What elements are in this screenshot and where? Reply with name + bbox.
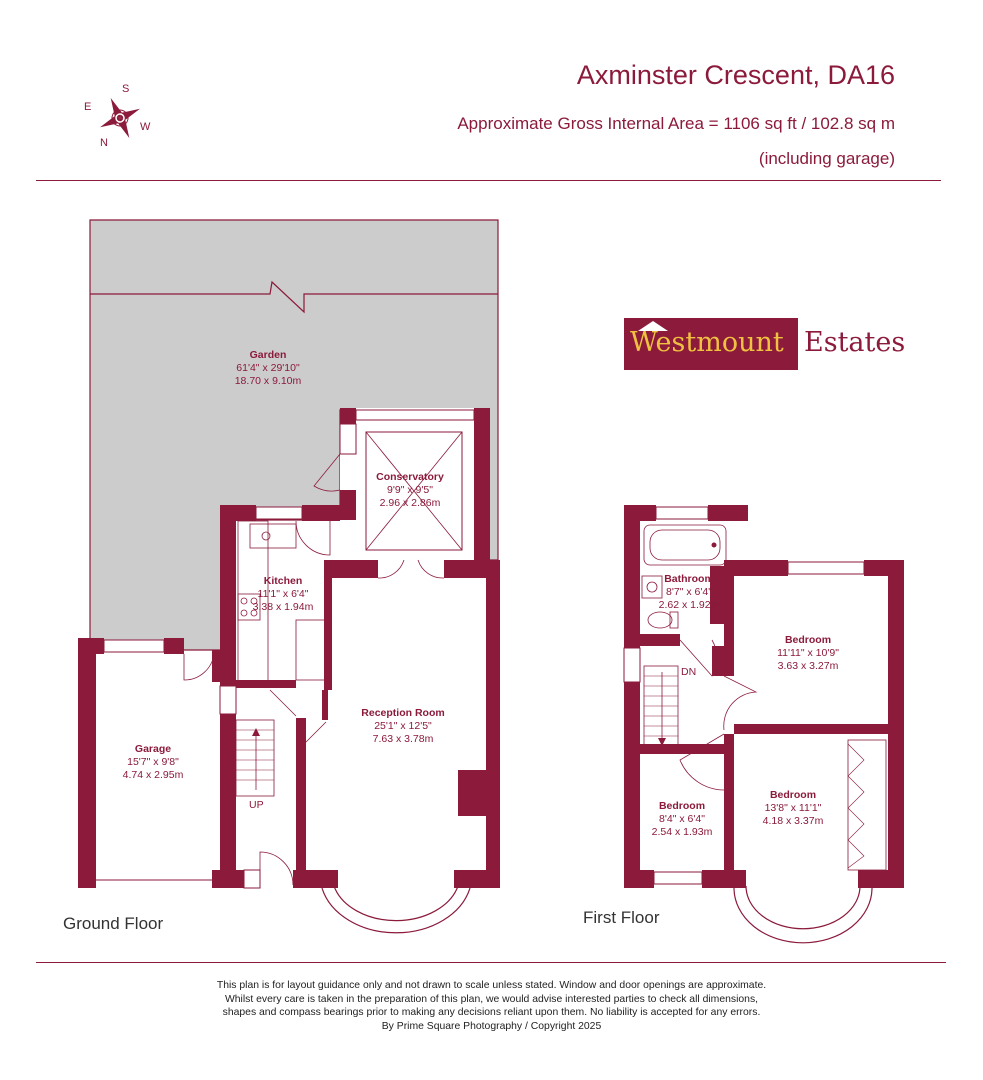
room-imperial-garden: 61'4" x 29'10" bbox=[236, 362, 300, 374]
first-stairs bbox=[643, 665, 679, 747]
room-metric-bedroom-rear: 3.63 x 3.27m bbox=[778, 660, 839, 672]
room-imperial-reception: 25'1" x 12'5" bbox=[374, 720, 432, 732]
hall-door-swing bbox=[269, 689, 297, 717]
room-imperial-conservatory: 9'9" x 9'5" bbox=[387, 484, 433, 496]
chimney-breast bbox=[458, 770, 486, 816]
property-address: Axminster Crescent, DA16 bbox=[576, 60, 895, 90]
room-name-garden: Garden bbox=[250, 349, 287, 361]
room-name-kitchen: Kitchen bbox=[264, 575, 303, 587]
room-imperial-bedroom-rear: 11'11" x 10'9" bbox=[777, 647, 839, 659]
disclaimer-line-4: By Prime Square Photography / Copyright … bbox=[381, 1020, 602, 1032]
toilet-icon bbox=[647, 611, 679, 629]
disclaimer-line-1: This plan is for layout guidance only an… bbox=[216, 980, 767, 991]
reception-french-doors bbox=[377, 559, 445, 579]
bath-icon bbox=[643, 524, 727, 566]
roof-icon bbox=[638, 321, 668, 331]
footer-divider bbox=[36, 962, 946, 963]
room-metric-bedroom-front: 4.18 x 3.37m bbox=[763, 815, 824, 827]
brand-name-primary: Westmount bbox=[630, 327, 784, 358]
ground-floor-label: Ground Floor bbox=[63, 914, 164, 933]
garage-side-door-swing bbox=[183, 653, 215, 681]
room-metric-bedroom-small: 2.54 x 1.93m bbox=[652, 826, 713, 838]
hob-icon bbox=[237, 593, 261, 621]
first-floor-label: First Floor bbox=[583, 908, 660, 927]
basin-icon bbox=[641, 575, 663, 599]
room-metric-garden: 18.70 x 9.10m bbox=[235, 375, 302, 387]
compass-w: W bbox=[140, 121, 151, 133]
room-name-reception: Reception Room bbox=[361, 707, 444, 719]
area-note: (including garage) bbox=[758, 149, 895, 168]
compass-s: S bbox=[122, 83, 129, 95]
kitchen-door-swing bbox=[295, 520, 331, 556]
front-door-swing bbox=[259, 851, 294, 886]
header-divider bbox=[36, 180, 941, 181]
room-imperial-bedroom-small: 8'4" x 6'4" bbox=[659, 813, 705, 825]
brand-name-secondary: Estates bbox=[804, 327, 906, 358]
room-metric-kitchen: 3.38 x 1.94m bbox=[253, 601, 314, 613]
ground-stairs-label: UP bbox=[249, 799, 264, 811]
landing-door-swings bbox=[679, 675, 758, 791]
room-imperial-garage: 15'7" x 9'8" bbox=[127, 756, 179, 768]
ground-stairs bbox=[235, 719, 275, 797]
room-name-bedroom-rear: Bedroom bbox=[785, 634, 831, 646]
room-metric-bathroom: 2.62 x 1.92m bbox=[659, 599, 720, 611]
kitchen-sink-icon bbox=[249, 523, 297, 549]
disclaimer-line-2: Whilst every care is taken in the prepar… bbox=[224, 993, 759, 1005]
compass-e: E bbox=[84, 101, 91, 113]
bedroom-bay-window bbox=[733, 887, 873, 944]
room-metric-conservatory: 2.96 x 2.86m bbox=[380, 497, 441, 509]
conservatory-walls bbox=[340, 408, 474, 568]
brand-logo-box: Westmount bbox=[624, 318, 798, 370]
room-name-bedroom-small: Bedroom bbox=[659, 800, 705, 812]
conservatory-door-swing bbox=[313, 453, 341, 492]
disclaimer-line-3: shapes and compass bearings prior to mak… bbox=[222, 1007, 761, 1018]
room-name-garage: Garage bbox=[135, 743, 171, 755]
reception-bay-window bbox=[321, 887, 471, 934]
room-name-bathroom: Bathroom bbox=[664, 573, 714, 585]
gross-internal-area: Approximate Gross Internal Area = 1106 s… bbox=[457, 114, 895, 133]
first-stairs-label: DN bbox=[681, 666, 696, 678]
compass-icon: S E W N bbox=[84, 83, 151, 149]
room-name-conservatory: Conservatory bbox=[376, 471, 444, 483]
room-metric-reception: 7.63 x 3.78m bbox=[373, 733, 434, 745]
garden-break-line bbox=[90, 280, 498, 314]
room-imperial-kitchen: 11'1" x 6'4" bbox=[258, 588, 309, 600]
room-name-bedroom-front: Bedroom bbox=[770, 789, 816, 801]
wardrobe-doors bbox=[847, 739, 887, 871]
conservatory-roof-light bbox=[365, 431, 463, 551]
compass-n: N bbox=[100, 137, 108, 149]
room-metric-garage: 4.74 x 2.95m bbox=[123, 769, 184, 781]
disclaimer: This plan is for layout guidance only an… bbox=[0, 979, 983, 1033]
room-imperial-bedroom-front: 13'8" x 11'1" bbox=[765, 802, 822, 814]
room-imperial-bathroom: 8'7" x 6'4" bbox=[666, 586, 712, 598]
